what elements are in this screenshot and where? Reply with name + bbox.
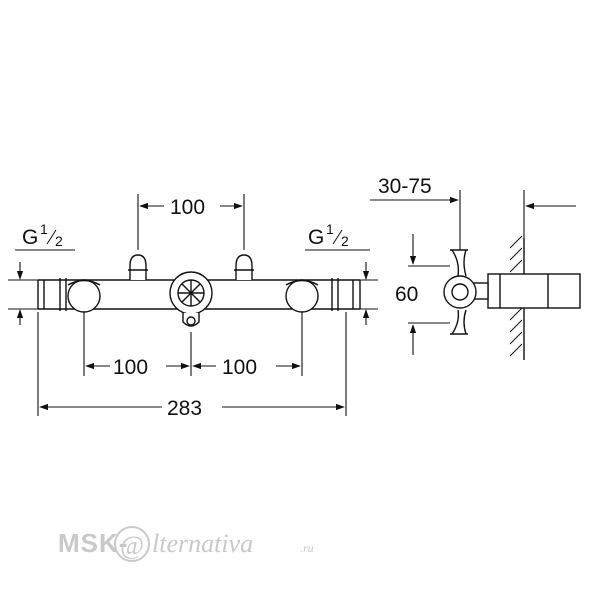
dim-label-depth-range: 30-75 — [378, 175, 432, 198]
fraction-slash-left — [46, 229, 57, 245]
watermark-at-ring — [114, 526, 150, 562]
watermark-at-symbol: @ — [120, 531, 144, 560]
center-cartridge-spokes — [178, 280, 204, 306]
thread-fraction-num-left: 1 — [40, 221, 48, 237]
handle-bottom — [451, 309, 467, 335]
dim-label-bottom-right: 100 — [222, 356, 257, 379]
left-rib — [59, 278, 67, 311]
dim-label-height: 60 — [395, 283, 418, 306]
side-view — [443, 235, 581, 360]
fraction-slash-right — [332, 229, 343, 245]
watermark-suffix: lternativa — [152, 529, 253, 558]
thread-label-left: G — [22, 226, 38, 249]
right-valve-circle — [285, 279, 319, 313]
wall-hatch — [509, 235, 523, 357]
left-top-stub — [129, 254, 147, 280]
housing-block — [487, 273, 581, 309]
left-valve-circle — [67, 279, 101, 313]
right-rib — [331, 278, 339, 311]
watermark-tld: .ru — [300, 541, 314, 555]
handle-top — [451, 249, 467, 277]
thread-fraction-den-right: 2 — [341, 233, 349, 249]
left-valve-arc — [67, 279, 101, 286]
dim-label-bottom-left: 100 — [113, 356, 148, 379]
thread-fraction-den-left: 2 — [55, 233, 63, 249]
side-valve-inner — [451, 283, 469, 301]
side-valve-circle — [443, 275, 477, 309]
front-dimensions — [8, 194, 378, 416]
bottom-outlet-hole — [186, 316, 196, 326]
front-view — [37, 254, 361, 327]
right-valve-arc — [285, 279, 319, 286]
thread-label-right: G — [308, 226, 324, 249]
side-dimensions — [370, 190, 576, 355]
dim-label-overall: 283 — [167, 397, 202, 420]
bottom-outlet — [182, 313, 200, 327]
thread-fraction-num-right: 1 — [326, 221, 334, 237]
right-top-stub — [235, 254, 253, 280]
watermark: MSK- @ lternativa .ru — [58, 526, 314, 562]
dim-label-top-spacing: 100 — [170, 196, 205, 219]
